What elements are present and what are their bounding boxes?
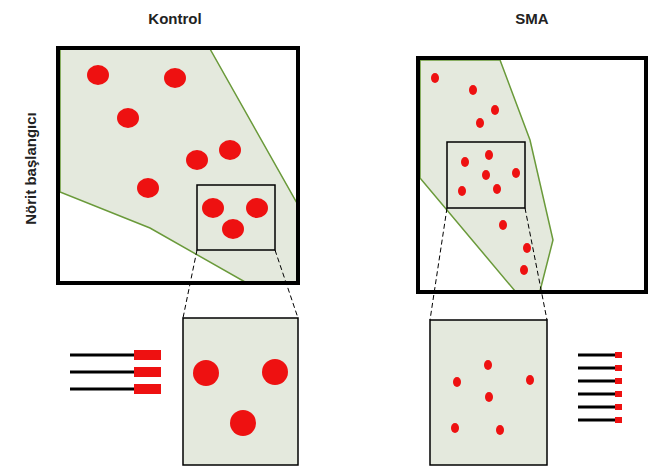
- small-granules: [431, 73, 531, 275]
- panel-frame: [418, 58, 646, 292]
- panel-title: SMA: [515, 10, 548, 27]
- panel-frame: [58, 48, 298, 283]
- zoom-region: [197, 185, 275, 250]
- zoom-box: [430, 320, 547, 465]
- zoomed-granules: [451, 360, 534, 435]
- zoom-guide: [430, 208, 447, 320]
- large-granules: [87, 65, 268, 239]
- zoom-guide: [275, 250, 298, 318]
- zoom-box: [183, 318, 298, 465]
- zoom-region: [447, 142, 525, 208]
- axis-label: Nörit başlangıcı: [22, 112, 39, 225]
- granule-size-icon: [70, 350, 161, 394]
- zoom-guide: [525, 208, 547, 320]
- panel-title: Kontrol: [148, 10, 201, 27]
- granule-size-icon: [578, 352, 622, 423]
- zoomed-granules: [193, 359, 288, 436]
- neurite-region: [60, 49, 298, 282]
- zoom-guide: [183, 250, 197, 318]
